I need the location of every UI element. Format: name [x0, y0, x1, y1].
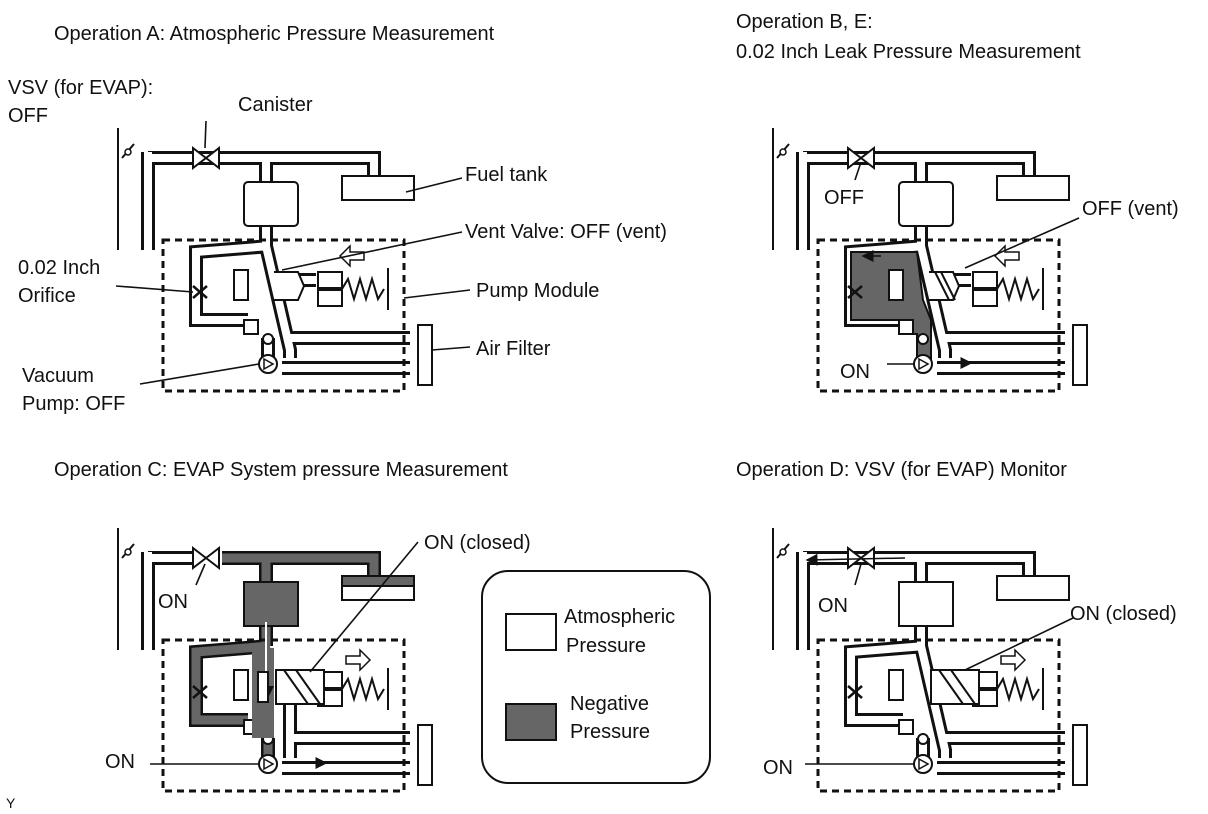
panel-b-pump-label: ON	[840, 361, 870, 383]
panel-b-title-line1: Operation B, E:	[736, 11, 873, 33]
panel-d-vsv-label: ON	[818, 595, 848, 617]
panel-d-vent-label: ON (closed)	[1070, 603, 1177, 625]
panel-b-vent-label: OFF (vent)	[1082, 198, 1179, 220]
atmospheric-swatch	[505, 613, 557, 651]
panel-b-title-line2: 0.02 Inch Leak Pressure Measurement	[736, 41, 1081, 63]
panel-c-pump-label: ON	[105, 751, 135, 773]
vent-valve-label: Vent Valve: OFF (vent)	[465, 221, 667, 243]
vsv-label-line2: OFF	[8, 105, 48, 127]
canister-label: Canister	[238, 94, 313, 116]
orifice-label-line2: Orifice	[18, 285, 76, 307]
legend: Atmospheric Pressure Negative Pressure	[481, 570, 711, 784]
panel-d-title: Operation D: VSV (for EVAP) Monitor	[736, 459, 1067, 481]
air-filter-label: Air Filter	[476, 338, 551, 360]
panel-c-vsv-label: ON	[158, 591, 188, 613]
panel-d-pump-label: ON	[763, 757, 793, 779]
panel-c-vent-label: ON (closed)	[424, 532, 531, 554]
panel-b-vsv-label: OFF	[824, 187, 864, 209]
vsv-label-line1: VSV (for EVAP):	[8, 77, 153, 99]
legend-atm-line2: Pressure	[566, 635, 646, 657]
corner-mark: Y	[6, 795, 16, 811]
panel-b	[771, 126, 1089, 393]
negative-swatch	[505, 703, 557, 741]
legend-neg-line1: Negative	[570, 693, 649, 715]
panel-c-title: Operation C: EVAP System pressure Measur…	[54, 459, 508, 481]
fuel-tank-shape	[341, 175, 415, 201]
panel-a-title: Operation A: Atmospheric Pressure Measur…	[54, 23, 495, 45]
panel-d	[771, 526, 1089, 793]
legend-neg-line2: Pressure	[570, 721, 650, 743]
panel-c	[116, 526, 434, 793]
panel-a: Operation A: Atmospheric Pressure Measur…	[8, 23, 667, 415]
orifice-label-line1: 0.02 Inch	[18, 257, 100, 279]
fuel-tank-label: Fuel tank	[465, 164, 548, 186]
canister-shape	[243, 181, 299, 227]
vacuum-pump-label-line1: Vacuum	[22, 365, 94, 387]
legend-atm-line1: Atmospheric	[564, 606, 675, 628]
pump-module-label: Pump Module	[476, 280, 599, 302]
vacuum-pump-label-line2: Pump: OFF	[22, 393, 125, 415]
